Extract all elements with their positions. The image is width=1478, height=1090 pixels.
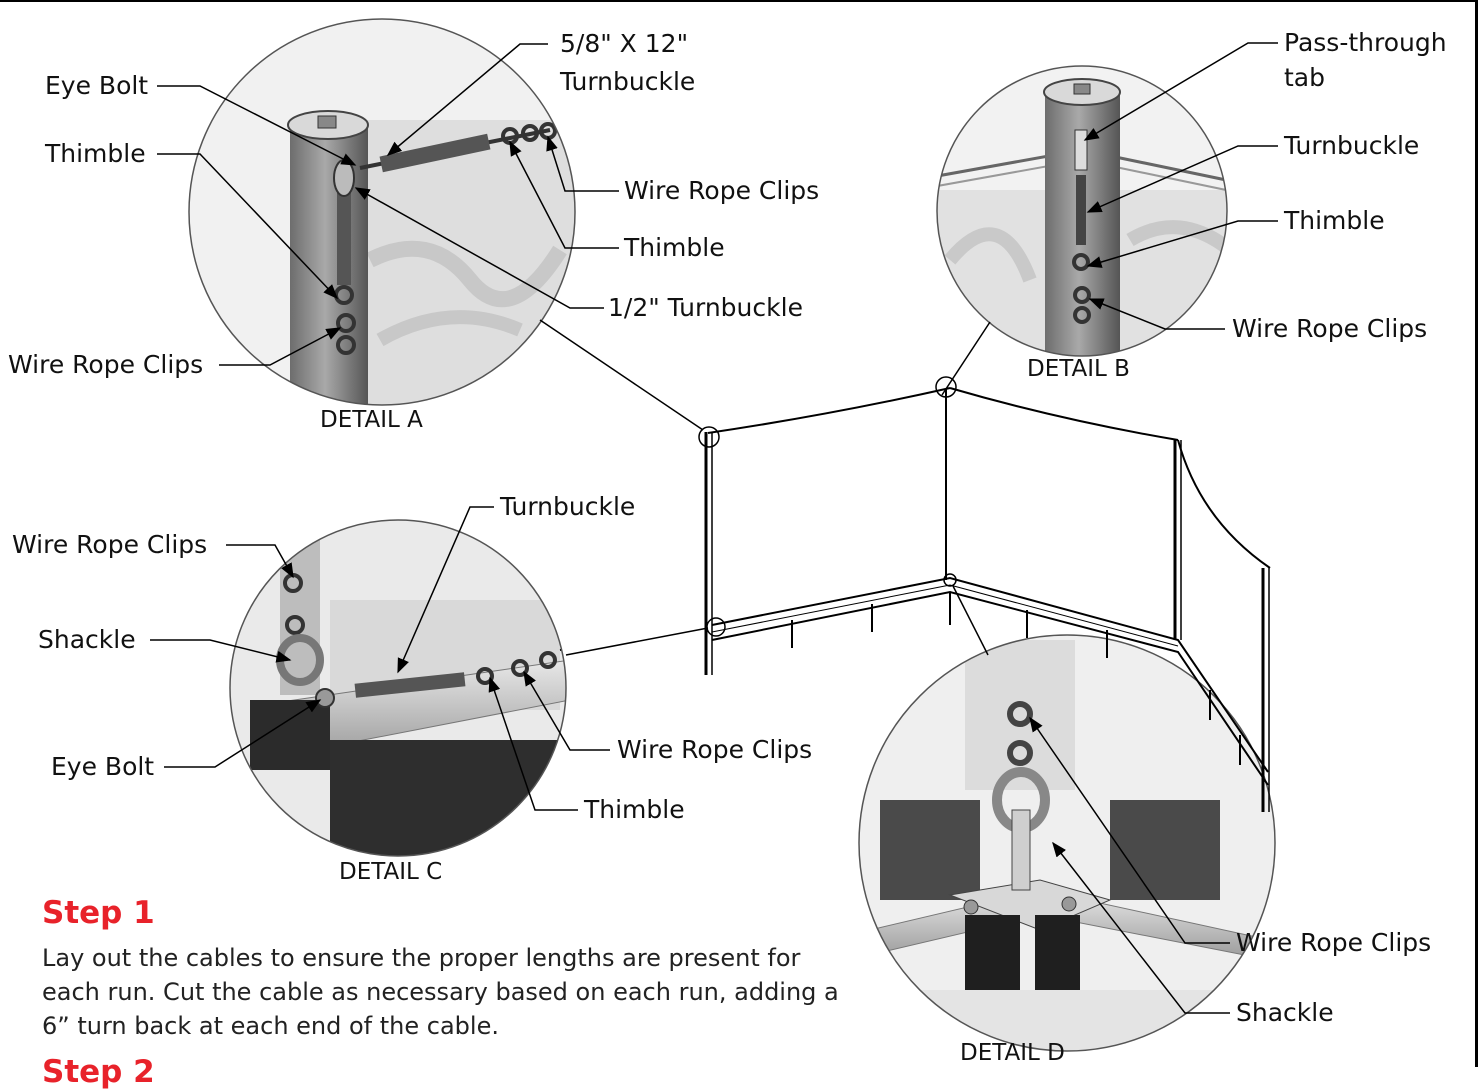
label-shackle-c: Shackle [38, 625, 136, 654]
label-wire-rope-clips-c-top: Wire Rope Clips [12, 530, 208, 559]
detail-c-circle [229, 519, 567, 857]
step-1-title: Step 1 [42, 895, 155, 931]
detail-a-circle [188, 18, 576, 406]
page-border-top [0, 0, 1478, 2]
detail-d-circle [858, 634, 1276, 1052]
detail-a-caption: DETAIL A [320, 407, 423, 433]
label-pass-through-line2: tab [1284, 63, 1325, 92]
label-wire-rope-clips-d: Wire Rope Clips [1236, 928, 1432, 957]
label-thimble-b: Thimble [1284, 206, 1385, 235]
label-thimble-a-left: Thimble [45, 139, 146, 168]
step-1-text: Lay out the cables to ensure the proper … [42, 944, 839, 1040]
label-wire-rope-clips-c-right: Wire Rope Clips [617, 735, 813, 764]
label-eye-bolt-c: Eye Bolt [51, 752, 155, 781]
detail-connectors [539, 319, 991, 656]
step-2-title: Step 2 [42, 1054, 155, 1090]
label-wire-rope-clips-b: Wire Rope Clips [1232, 314, 1428, 343]
label-wire-rope-clips-a-right: Wire Rope Clips [624, 176, 820, 205]
label-shackle-d: Shackle [1236, 998, 1334, 1027]
label-pass-through-line1: Pass-through [1284, 28, 1447, 57]
label-thimble-c: Thimble [584, 795, 685, 824]
label-turnbuckle-c: Turnbuckle [500, 492, 636, 521]
assembly-diagram [150, 18, 1278, 1052]
detail-c-caption: DETAIL C [339, 859, 443, 885]
page-border-right [1475, 0, 1478, 1067]
label-turnbuckle-b: Turnbuckle [1284, 131, 1420, 160]
detail-d-caption: DETAIL D [960, 1040, 1065, 1066]
detail-b-circle [936, 65, 1228, 357]
detail-b-caption: DETAIL B [1027, 356, 1130, 382]
label-turnbuckle-5-8-line2: Turnbuckle [560, 67, 696, 96]
fence-assembly [698, 376, 1271, 812]
label-wire-rope-clips-a-left: Wire Rope Clips [8, 350, 204, 379]
label-eye-bolt-a: Eye Bolt [45, 71, 149, 100]
leader-lines [150, 42, 1278, 1014]
label-thimble-a-right: Thimble [624, 233, 725, 262]
label-turnbuckle-5-8-line1: 5/8" X 12" [560, 29, 689, 58]
label-turnbuckle-half: 1/2" Turnbuckle [608, 293, 803, 322]
